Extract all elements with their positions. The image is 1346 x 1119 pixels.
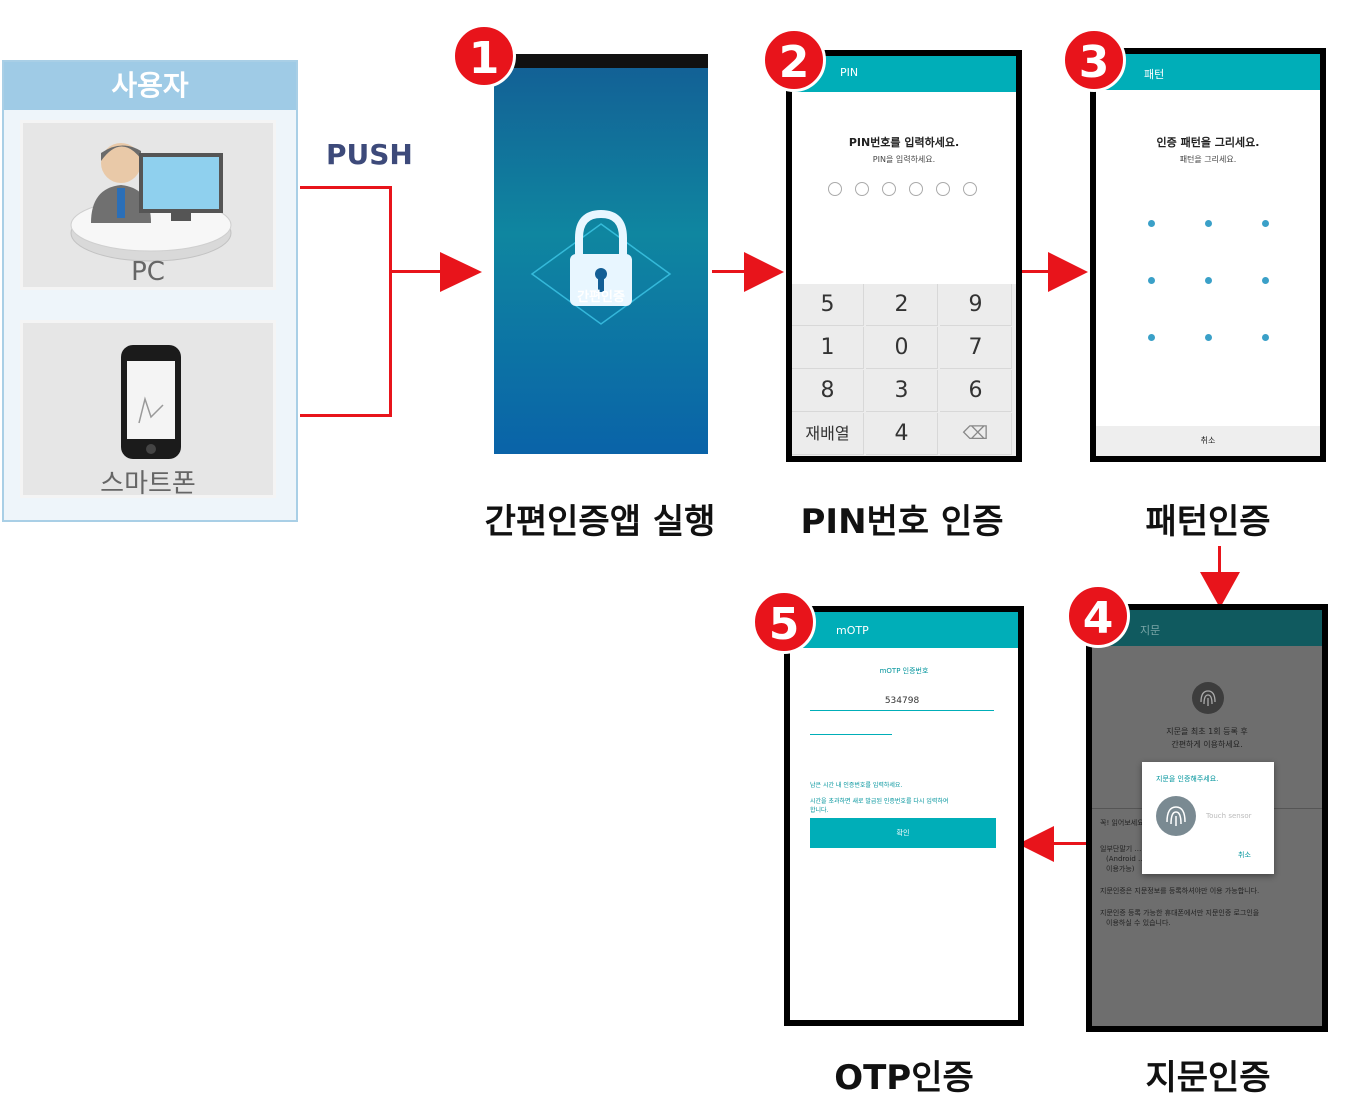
pc-label: PC — [131, 257, 165, 287]
step-badge-2: 2 — [762, 28, 826, 92]
step-badge-4: 4 — [1066, 584, 1130, 648]
pattern-node[interactable] — [1148, 220, 1155, 227]
step-badge-3: 3 — [1062, 28, 1126, 92]
key-3[interactable]: 3 — [866, 370, 938, 412]
arrow-right-icon — [1048, 252, 1088, 292]
pc-card: PC — [20, 120, 276, 290]
notice-3a: 지문인증 등록 가능한 휴대폰에서만 지문인증 로그인을 — [1100, 909, 1260, 917]
otp-msg-2b: 합니다. — [810, 807, 829, 814]
notice-2: 지문인증은 지문정보를 등록하셔야만 이용 가능합니다. — [1100, 887, 1260, 895]
pin-digit-slot — [936, 182, 950, 196]
fingerprint-intro-2: 간편하게 이용하세요. — [1171, 740, 1243, 749]
smartphone-icon — [121, 345, 181, 459]
key-8[interactable]: 8 — [792, 370, 864, 412]
pattern-prompt: 인증 패턴을 그리세요. — [1156, 136, 1260, 149]
otp-screen: mOTP mOTP 인증번호 534798 남은 시간 내 인증번호를 입력하세… — [784, 606, 1024, 1026]
arrow-left-icon — [1018, 826, 1054, 862]
step-caption-5: OTP인증 — [834, 1058, 974, 1098]
notice-1c: 이용가능) — [1106, 865, 1135, 873]
pc-user-icon — [70, 143, 232, 262]
otp-label: mOTP 인증번호 — [879, 667, 929, 675]
notice-1b: (Android … 전해 — [1106, 855, 1161, 863]
dialog-cancel-button[interactable]: 취소 — [1238, 851, 1251, 859]
key-1[interactable]: 1 — [792, 327, 864, 369]
user-panel-header: 사용자 — [4, 62, 296, 110]
pattern-subprompt: 패턴을 그리세요. — [1179, 155, 1237, 164]
fingerprint-screen: 지문 지문을 최초 1회 등록 후 간편하게 이용하세요. 꼭! 읽어보세요 일… — [1086, 604, 1328, 1032]
step-badge-5: 5 — [752, 590, 816, 654]
pin-title: PIN — [840, 66, 859, 79]
pin-digit-slot — [909, 182, 923, 196]
pattern-cancel-button[interactable]: 취소 — [1096, 426, 1320, 456]
push-label: PUSH — [326, 138, 413, 171]
lock-icon — [530, 209, 672, 325]
key-5[interactable]: 5 — [792, 284, 864, 326]
connector-line — [1050, 842, 1086, 845]
otp-title: mOTP — [836, 624, 869, 637]
otp-msg-2a: 시간을 초과하면 새로 발급된 인증번호를 다시 입력하여 — [810, 798, 949, 805]
pin-digit-slot — [855, 182, 869, 196]
arrow-right-icon — [440, 252, 482, 292]
phone-card: 스마트폰 — [20, 320, 276, 499]
step-badge-1: 1 — [452, 24, 516, 88]
fingerprint-sensor-icon — [1156, 796, 1196, 836]
connector-line — [712, 270, 748, 273]
key-0[interactable]: 0 — [866, 327, 938, 369]
status-bar — [494, 54, 708, 68]
notice-title: 꼭! 읽어보세요 — [1100, 819, 1144, 827]
connector-line — [389, 270, 445, 273]
step-caption-3: 패턴인증 — [1145, 502, 1271, 542]
step-caption-2: PIN번호 인증 — [800, 502, 1004, 542]
pattern-screen: 패턴 인증 패턴을 그리세요. 패턴을 그리세요. 취소 — [1090, 48, 1326, 462]
pattern-node[interactable] — [1205, 220, 1212, 227]
otp-code: 534798 — [884, 696, 920, 706]
otp-timer-bar — [810, 734, 892, 735]
pattern-node[interactable] — [1148, 277, 1155, 284]
arrow-down-icon — [1200, 572, 1240, 608]
connector-line — [300, 186, 392, 189]
pattern-node[interactable] — [1262, 220, 1269, 227]
otp-confirm-button[interactable]: 확인 — [810, 818, 996, 848]
connector-line — [300, 414, 392, 417]
app-name: 간편인증 — [577, 290, 625, 305]
connector-line — [1022, 270, 1052, 273]
key-6[interactable]: 6 — [940, 370, 1012, 412]
backspace-icon[interactable]: ⌫ — [940, 413, 1012, 455]
otp-msg-1: 남은 시간 내 인증번호를 입력하세요. — [810, 782, 903, 789]
pin-digit-slot — [828, 182, 842, 196]
pattern-node[interactable] — [1262, 334, 1269, 341]
pin-prompt: PIN번호를 입력하세요. — [848, 136, 960, 149]
key-7[interactable]: 7 — [940, 327, 1012, 369]
key-9[interactable]: 9 — [940, 284, 1012, 326]
pattern-node[interactable] — [1262, 277, 1269, 284]
connector-line — [389, 186, 392, 417]
pin-digit-slot — [882, 182, 896, 196]
key-shuffle[interactable]: 재배열 — [792, 413, 864, 455]
touch-sensor-label: Touch sensor — [1206, 812, 1252, 820]
pattern-node[interactable] — [1148, 334, 1155, 341]
key-2[interactable]: 2 — [866, 284, 938, 326]
arrow-right-icon — [744, 252, 784, 292]
fingerprint-dialog: 지문을 인증해주세요. Touch sensor 취소 — [1142, 762, 1274, 874]
pin-screen: PIN PIN번호를 입력하세요. PIN을 입력하세요. 5 2 9 1 0 … — [786, 50, 1022, 462]
notice-3b: 이용하실 수 있습니다. — [1106, 919, 1171, 927]
pattern-node[interactable] — [1205, 277, 1212, 284]
notice-1: 일부단말기 … 니다. — [1100, 845, 1159, 853]
app-splash-screen: 간편인증 — [494, 54, 708, 454]
pin-digit-slot — [963, 182, 977, 196]
pattern-title: 패턴 — [1144, 68, 1165, 81]
step-caption-1: 간편인증앱 실행 — [484, 502, 716, 542]
step-caption-4: 지문인증 — [1145, 1058, 1271, 1098]
smartphone-label: 스마트폰 — [100, 469, 196, 499]
otp-code-underline — [810, 710, 994, 711]
fingerprint-icon — [1192, 682, 1224, 714]
fingerprint-title: 지문 — [1140, 624, 1161, 637]
pin-keypad: 5 2 9 1 0 7 8 3 6 재배열 4 ⌫ — [792, 284, 1016, 456]
pattern-node[interactable] — [1205, 334, 1212, 341]
connector-line — [1218, 546, 1221, 576]
dialog-title: 지문을 인증해주세요. — [1156, 775, 1219, 783]
fingerprint-intro-1: 지문을 최초 1회 등록 후 — [1166, 727, 1248, 736]
key-4[interactable]: 4 — [866, 413, 938, 455]
pin-subprompt: PIN을 입력하세요. — [872, 155, 936, 164]
